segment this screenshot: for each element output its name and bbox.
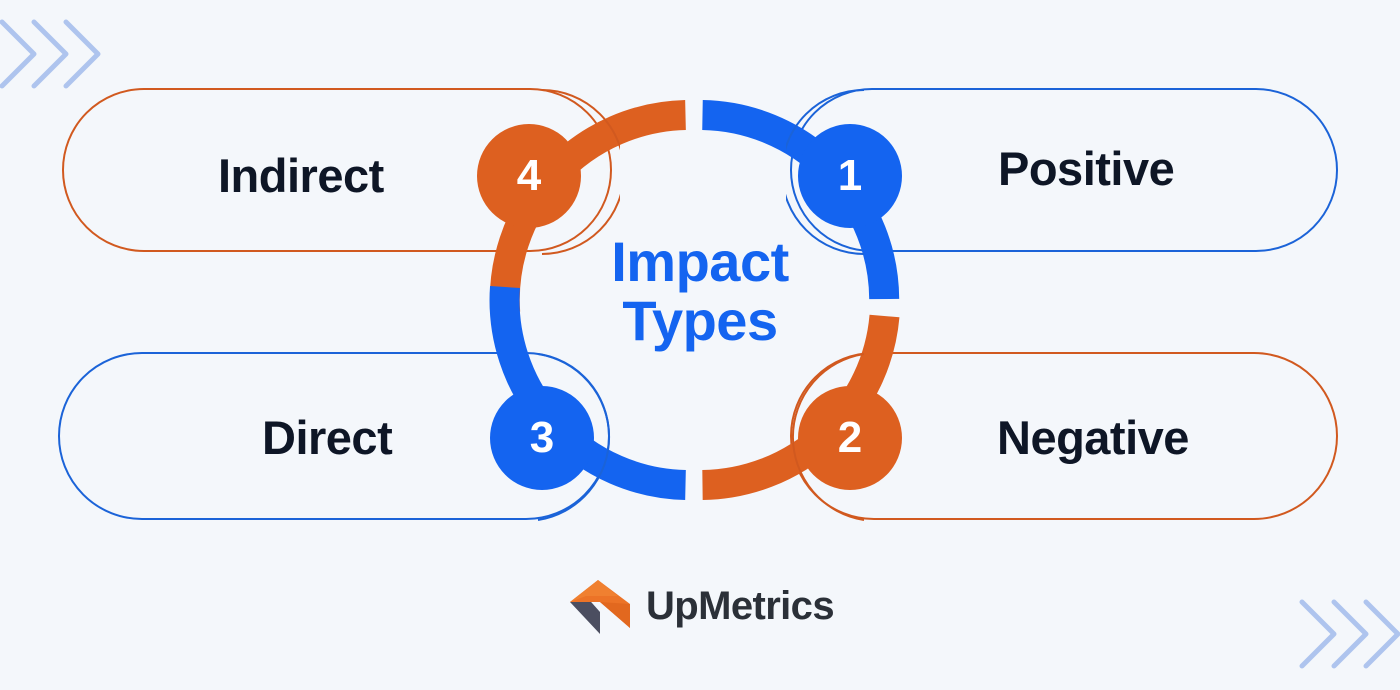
badge-3[interactable]: 3 — [490, 386, 594, 490]
badge-2-number: 2 — [837, 413, 863, 462]
center-title-line-1: Impact — [611, 230, 789, 293]
card-positive-label: Positive — [998, 142, 1175, 195]
badge-2[interactable]: 2 — [798, 386, 902, 490]
upmetrics-chevron-mark-icon — [570, 580, 630, 634]
brand-logo: UpMetrics — [568, 578, 835, 634]
badge-3-number: 3 — [529, 413, 555, 462]
badge-1[interactable]: 1 — [798, 124, 902, 228]
card-direct-label: Direct — [262, 411, 393, 464]
badge-4[interactable]: 4 — [477, 124, 581, 228]
badge-1-number: 1 — [837, 151, 863, 200]
card-negative-label: Negative — [997, 411, 1189, 464]
card-negative[interactable] — [790, 352, 1338, 520]
center-title-line-2: Types — [622, 289, 778, 353]
brand-logo-text: UpMetrics — [646, 584, 835, 628]
center-title: Impact Types — [540, 232, 860, 351]
badge-4-number: 4 — [516, 151, 542, 200]
triple-chevron-right-icon-top-left — [0, 19, 101, 89]
triple-chevron-right-icon-bottom-right — [1299, 599, 1400, 669]
card-indirect-label: Indirect — [218, 149, 384, 202]
